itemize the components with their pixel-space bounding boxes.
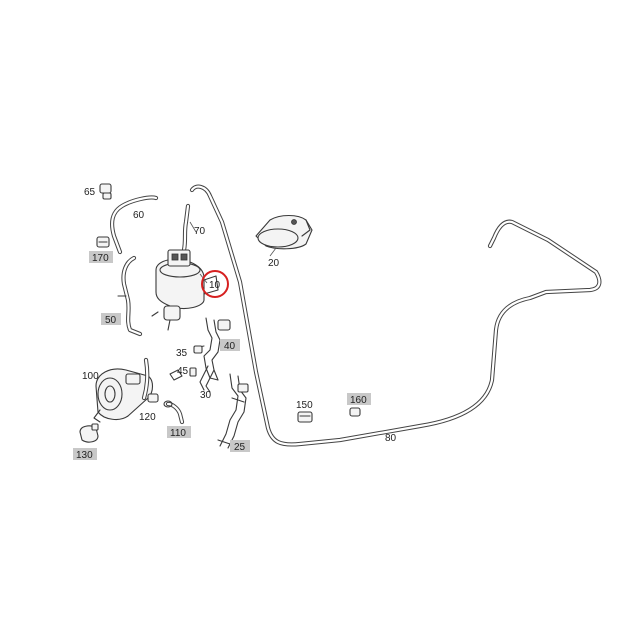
svg-text:80: 80	[385, 433, 397, 444]
clamp-130	[79, 423, 99, 443]
elbow-hose-110	[163, 400, 185, 425]
callout-45: 45	[177, 366, 189, 377]
valve-unit-10	[151, 249, 219, 331]
air-line-80	[189, 184, 602, 447]
callout-35: 35	[176, 348, 188, 359]
svg-text:45: 45	[177, 366, 189, 377]
hose-120	[141, 357, 159, 403]
clip-150	[297, 411, 313, 423]
svg-text:20: 20	[268, 258, 280, 269]
bracket-ring-20	[255, 214, 313, 250]
callout-120: 120	[139, 412, 156, 423]
svg-text:110: 110	[170, 428, 186, 439]
callout-170: 170	[89, 251, 113, 264]
svg-text:10: 10	[209, 280, 221, 291]
pump-100	[93, 368, 154, 423]
svg-text:100: 100	[82, 371, 99, 382]
callout-10: 10	[201, 270, 229, 298]
callout-110: 110	[167, 426, 191, 439]
svg-text:65: 65	[84, 187, 96, 198]
callout-40: 40	[220, 339, 240, 352]
hose-70	[181, 203, 191, 253]
callout-160: 160	[347, 393, 371, 406]
callout-130: 130	[73, 448, 97, 461]
callout-30: 30	[200, 390, 212, 401]
svg-text:60: 60	[133, 210, 145, 221]
svg-text:50: 50	[105, 315, 117, 326]
callout-100: 100	[82, 371, 99, 382]
svg-text:70: 70	[194, 226, 206, 237]
clip-170	[96, 236, 110, 248]
svg-text:30: 30	[200, 390, 212, 401]
hose-50	[117, 255, 143, 337]
bracket-25	[217, 373, 249, 449]
svg-text:40: 40	[224, 341, 236, 352]
svg-text:120: 120	[139, 412, 156, 423]
bracket-30	[199, 365, 215, 393]
hose-60	[110, 195, 159, 255]
clip-65	[99, 183, 112, 200]
callout-70: 70	[194, 226, 206, 237]
svg-text:170: 170	[92, 253, 109, 264]
clip-160	[349, 407, 361, 417]
callout-20: 20	[268, 258, 280, 269]
svg-text:35: 35	[176, 348, 188, 359]
callout-60: 60	[133, 210, 145, 221]
callout-50: 50	[101, 313, 121, 326]
svg-text:160: 160	[350, 395, 367, 406]
svg-text:150: 150	[296, 400, 313, 411]
svg-text:25: 25	[234, 442, 246, 453]
callout-65: 65	[84, 187, 96, 198]
callout-150: 150	[296, 400, 313, 411]
callout-80: 80	[385, 433, 397, 444]
callout-25: 25	[230, 440, 250, 453]
svg-text:130: 130	[76, 450, 93, 461]
